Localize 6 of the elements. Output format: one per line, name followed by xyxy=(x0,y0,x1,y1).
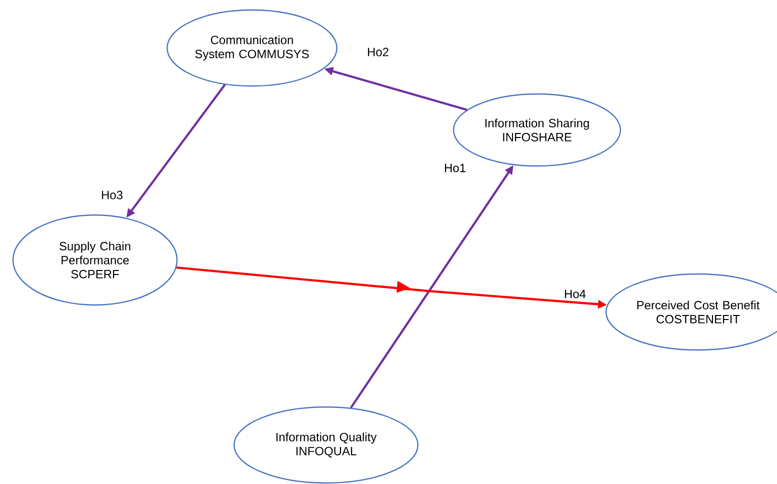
edge-label: Ho3 xyxy=(100,190,124,200)
ellipse-node: Information Quality INFOQUAL xyxy=(233,406,419,484)
edge-label: Ho2 xyxy=(366,46,390,58)
ellipse-node: Supply Chain Performance SCPERF xyxy=(12,214,178,306)
ellipse-node: Communication System COMMUSYS xyxy=(166,9,338,87)
edge-label: Ho4 xyxy=(563,288,587,300)
